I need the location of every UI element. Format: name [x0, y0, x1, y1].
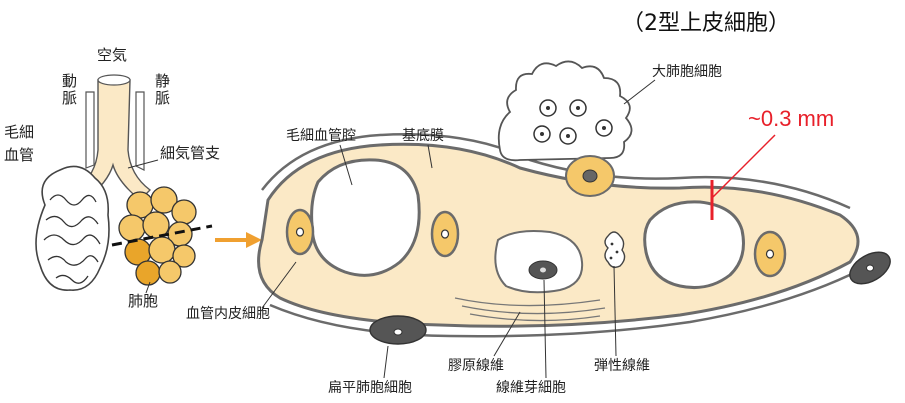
- endothelial-nucleus: [297, 228, 304, 236]
- speck: [611, 243, 614, 246]
- granule: [546, 106, 550, 110]
- squamous-nucleus: [867, 265, 874, 271]
- leader-squamous-cell: [384, 346, 388, 378]
- alveolus: [136, 261, 160, 285]
- label-endothelial-cell: 血管内皮細胞: [186, 306, 270, 322]
- capillary-lumen-1: [312, 160, 420, 275]
- squamous-nucleus: [394, 329, 402, 335]
- type2-cell-body: [499, 61, 632, 160]
- capillary-network: [36, 166, 109, 290]
- fibroblast-nucleolus: [540, 268, 546, 273]
- label-macrophage: 大肺胞細胞: [652, 64, 722, 80]
- vein-tube: [136, 92, 144, 170]
- trunk-top-opening: [98, 75, 130, 85]
- endothelial-nucleus: [442, 230, 449, 238]
- speck: [610, 257, 613, 260]
- alveolar-wall-section: [259, 61, 896, 344]
- capillary-lumen-2: [645, 202, 744, 288]
- label-basement-membrane: 基底膜: [402, 127, 444, 144]
- speck: [616, 251, 619, 254]
- endothelial-nucleus: [767, 250, 774, 258]
- leader-macrophage: [624, 80, 655, 104]
- label-fibroblast: 線維芽細胞: [496, 380, 566, 396]
- label-capillary-line2: 血管: [4, 146, 34, 164]
- alveolus: [172, 200, 196, 224]
- type2-caption: （2型上皮細胞）: [622, 11, 790, 36]
- alveoli-cluster: [119, 187, 196, 285]
- granule: [576, 106, 580, 110]
- arrow-icon: [215, 232, 262, 248]
- label-collagen-fiber: 膠原線維: [448, 358, 504, 374]
- label-artery: 動脈: [62, 72, 77, 107]
- bronchiole-structure: [36, 75, 262, 290]
- granule: [540, 132, 544, 136]
- artery-tube: [86, 92, 94, 168]
- label-alveoli: 肺胞: [128, 292, 158, 310]
- type2-cell-nucleus: [583, 170, 597, 182]
- alveolus: [159, 261, 181, 283]
- alveolus: [149, 237, 175, 263]
- label-capillary-lumen: 毛細血管腔: [286, 128, 356, 144]
- label-air: 空気: [97, 46, 127, 64]
- label-elastic-fiber: 弾性線維: [594, 358, 650, 374]
- label-capillary-line1: 毛細: [4, 123, 34, 141]
- label-squamous-cell: 扁平肺胞細胞: [328, 380, 412, 396]
- granule: [566, 134, 570, 138]
- granule: [602, 126, 606, 130]
- alveolus: [119, 215, 145, 241]
- thickness-label: ~0.3 mm: [748, 106, 834, 131]
- label-bronchiole: 細気管支: [160, 144, 220, 162]
- label-vein: 静脈: [155, 72, 170, 107]
- elastic-fiber-cluster: [605, 232, 625, 267]
